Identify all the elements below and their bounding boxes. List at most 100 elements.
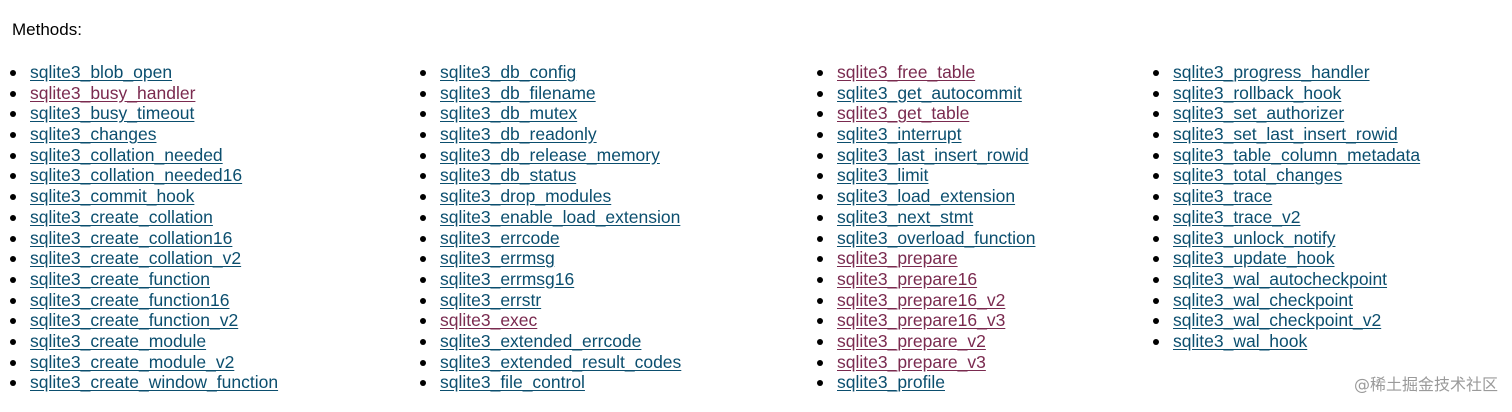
method-list-item: sqlite3_rollback_hook <box>1153 82 1420 104</box>
method-link[interactable]: sqlite3_wal_checkpoint <box>1173 289 1353 310</box>
bullet-icon <box>420 276 426 283</box>
method-link[interactable]: sqlite3_create_function <box>30 268 210 289</box>
bullet-icon <box>420 111 426 118</box>
method-link[interactable]: sqlite3_create_collation <box>30 206 213 227</box>
bullet-icon <box>817 152 823 159</box>
bullet-icon <box>1153 318 1159 325</box>
method-list-item: sqlite3_file_control <box>420 372 681 393</box>
method-link[interactable]: sqlite3_rollback_hook <box>1173 82 1342 103</box>
method-list-item: sqlite3_update_hook <box>1153 248 1420 269</box>
bullet-icon <box>10 132 16 139</box>
method-link[interactable]: sqlite3_progress_handler <box>1173 62 1370 82</box>
method-link[interactable]: sqlite3_collation_needed16 <box>30 165 243 186</box>
bullet-icon <box>817 256 823 263</box>
method-list-item: sqlite3_extended_result_codes <box>420 351 682 373</box>
method-link[interactable]: sqlite3_db_status <box>440 165 577 186</box>
method-link[interactable]: sqlite3_collation_needed <box>30 144 223 165</box>
method-link[interactable]: sqlite3_blob_open <box>30 62 173 82</box>
method-link[interactable]: sqlite3_create_window_function <box>30 372 279 393</box>
method-link[interactable]: sqlite3_extended_errcode <box>440 330 642 351</box>
method-link[interactable]: sqlite3_file_control <box>440 372 585 393</box>
method-link[interactable]: sqlite3_enable_load_extension <box>440 206 681 227</box>
method-list-item: sqlite3_overload_function <box>817 227 1036 249</box>
bullet-icon <box>420 70 426 76</box>
method-list-item: sqlite3_trace <box>1153 186 1420 207</box>
method-link[interactable]: sqlite3_load_extension <box>837 186 1016 207</box>
method-list-item: sqlite3_get_autocommit <box>817 82 1035 104</box>
method-link[interactable]: sqlite3_db_filename <box>440 82 596 103</box>
bullet-icon <box>10 152 16 159</box>
method-link[interactable]: sqlite3_busy_timeout <box>30 103 195 124</box>
method-link[interactable]: sqlite3_create_collation_v2 <box>30 248 242 269</box>
method-link[interactable]: sqlite3_wal_autocheckpoint <box>1173 268 1388 289</box>
method-link[interactable]: sqlite3_trace_v2 <box>1173 206 1301 227</box>
method-link[interactable]: sqlite3_db_mutex <box>440 103 578 124</box>
method-list-item: sqlite3_errmsg <box>420 248 681 269</box>
method-list-item: sqlite3_prepare_v2 <box>817 330 1035 352</box>
method-link[interactable]: sqlite3_table_column_metadata <box>1173 144 1421 165</box>
method-link[interactable]: sqlite3_wal_hook <box>1173 330 1308 351</box>
method-link[interactable]: sqlite3_extended_result_codes <box>440 351 682 372</box>
method-link[interactable]: sqlite3_create_collation16 <box>30 227 233 248</box>
method-link[interactable]: sqlite3_trace <box>1173 186 1273 207</box>
method-list-item: sqlite3_load_extension <box>817 186 1035 207</box>
bullet-icon <box>1153 90 1159 97</box>
method-list-item: sqlite3_db_filename <box>420 82 681 104</box>
method-link[interactable]: sqlite3_db_config <box>440 62 577 82</box>
method-link[interactable]: sqlite3_wal_checkpoint_v2 <box>1173 310 1382 331</box>
method-link[interactable]: sqlite3_create_function_v2 <box>30 310 239 331</box>
method-link[interactable]: sqlite3_next_stmt <box>837 206 974 227</box>
method-link[interactable]: sqlite3_free_table <box>837 62 976 82</box>
method-list-item: sqlite3_db_config <box>420 62 681 83</box>
bullet-icon <box>10 338 16 345</box>
method-link[interactable]: sqlite3_get_autocommit <box>837 82 1022 103</box>
method-link[interactable]: sqlite3_prepare16 <box>837 268 978 289</box>
method-link[interactable]: sqlite3_unlock_notify <box>1173 227 1336 248</box>
method-link[interactable]: sqlite3_set_authorizer <box>1173 103 1345 124</box>
method-link[interactable]: sqlite3_db_readonly <box>440 124 597 145</box>
method-link[interactable]: sqlite3_overload_function <box>837 227 1036 248</box>
method-link[interactable]: sqlite3_set_last_insert_rowid <box>1173 124 1398 145</box>
method-list-item: sqlite3_table_column_metadata <box>1153 144 1421 166</box>
method-link[interactable]: sqlite3_commit_hook <box>30 186 195 207</box>
method-list-item: sqlite3_next_stmt <box>817 206 1035 228</box>
method-link[interactable]: sqlite3_errmsg16 <box>440 268 575 289</box>
method-link[interactable]: sqlite3_create_module <box>30 330 207 351</box>
method-link[interactable]: sqlite3_prepare16_v2 <box>837 289 1006 310</box>
method-link[interactable]: sqlite3_last_insert_rowid <box>837 144 1029 165</box>
method-link[interactable]: sqlite3_profile <box>837 372 945 393</box>
method-link[interactable]: sqlite3_create_function16 <box>30 289 230 310</box>
method-link[interactable]: sqlite3_interrupt <box>837 124 962 145</box>
method-list-item: sqlite3_interrupt <box>817 124 1035 145</box>
method-link[interactable]: sqlite3_db_release_memory <box>440 144 660 165</box>
method-link[interactable]: sqlite3_prepare16_v3 <box>837 310 1006 331</box>
method-link[interactable]: sqlite3_errcode <box>440 227 560 248</box>
bullet-icon <box>1153 194 1159 201</box>
bullet-icon <box>817 276 823 283</box>
method-link[interactable]: sqlite3_errmsg <box>440 248 555 269</box>
method-link[interactable]: sqlite3_limit <box>837 165 929 186</box>
bullet-icon <box>420 256 426 263</box>
method-list-item: sqlite3_collation_needed16 <box>10 165 278 186</box>
method-link[interactable]: sqlite3_total_changes <box>1173 165 1343 186</box>
method-link[interactable]: sqlite3_drop_modules <box>440 186 612 207</box>
method-link[interactable]: sqlite3_get_table <box>837 103 970 124</box>
method-link[interactable]: sqlite3_create_module_v2 <box>30 351 235 372</box>
method-link[interactable]: sqlite3_changes <box>30 124 157 145</box>
method-link[interactable]: sqlite3_busy_handler <box>30 82 196 103</box>
method-list-item: sqlite3_create_function_v2 <box>10 310 278 331</box>
bullet-icon <box>1153 173 1159 180</box>
bullet-icon <box>10 235 16 242</box>
method-link[interactable]: sqlite3_prepare <box>837 248 958 269</box>
method-link[interactable]: sqlite3_update_hook <box>1173 248 1335 269</box>
method-list-item: sqlite3_prepare_v3 <box>817 351 1035 373</box>
method-link[interactable]: sqlite3_exec <box>440 310 538 331</box>
method-list-item: sqlite3_commit_hook <box>10 186 278 207</box>
method-list-item: sqlite3_blob_open <box>10 62 278 83</box>
method-link[interactable]: sqlite3_errstr <box>440 289 542 310</box>
bullet-icon <box>1153 111 1159 118</box>
bullet-icon <box>817 173 823 180</box>
method-link[interactable]: sqlite3_prepare_v2 <box>837 330 986 351</box>
method-link[interactable]: sqlite3_prepare_v3 <box>837 351 986 372</box>
